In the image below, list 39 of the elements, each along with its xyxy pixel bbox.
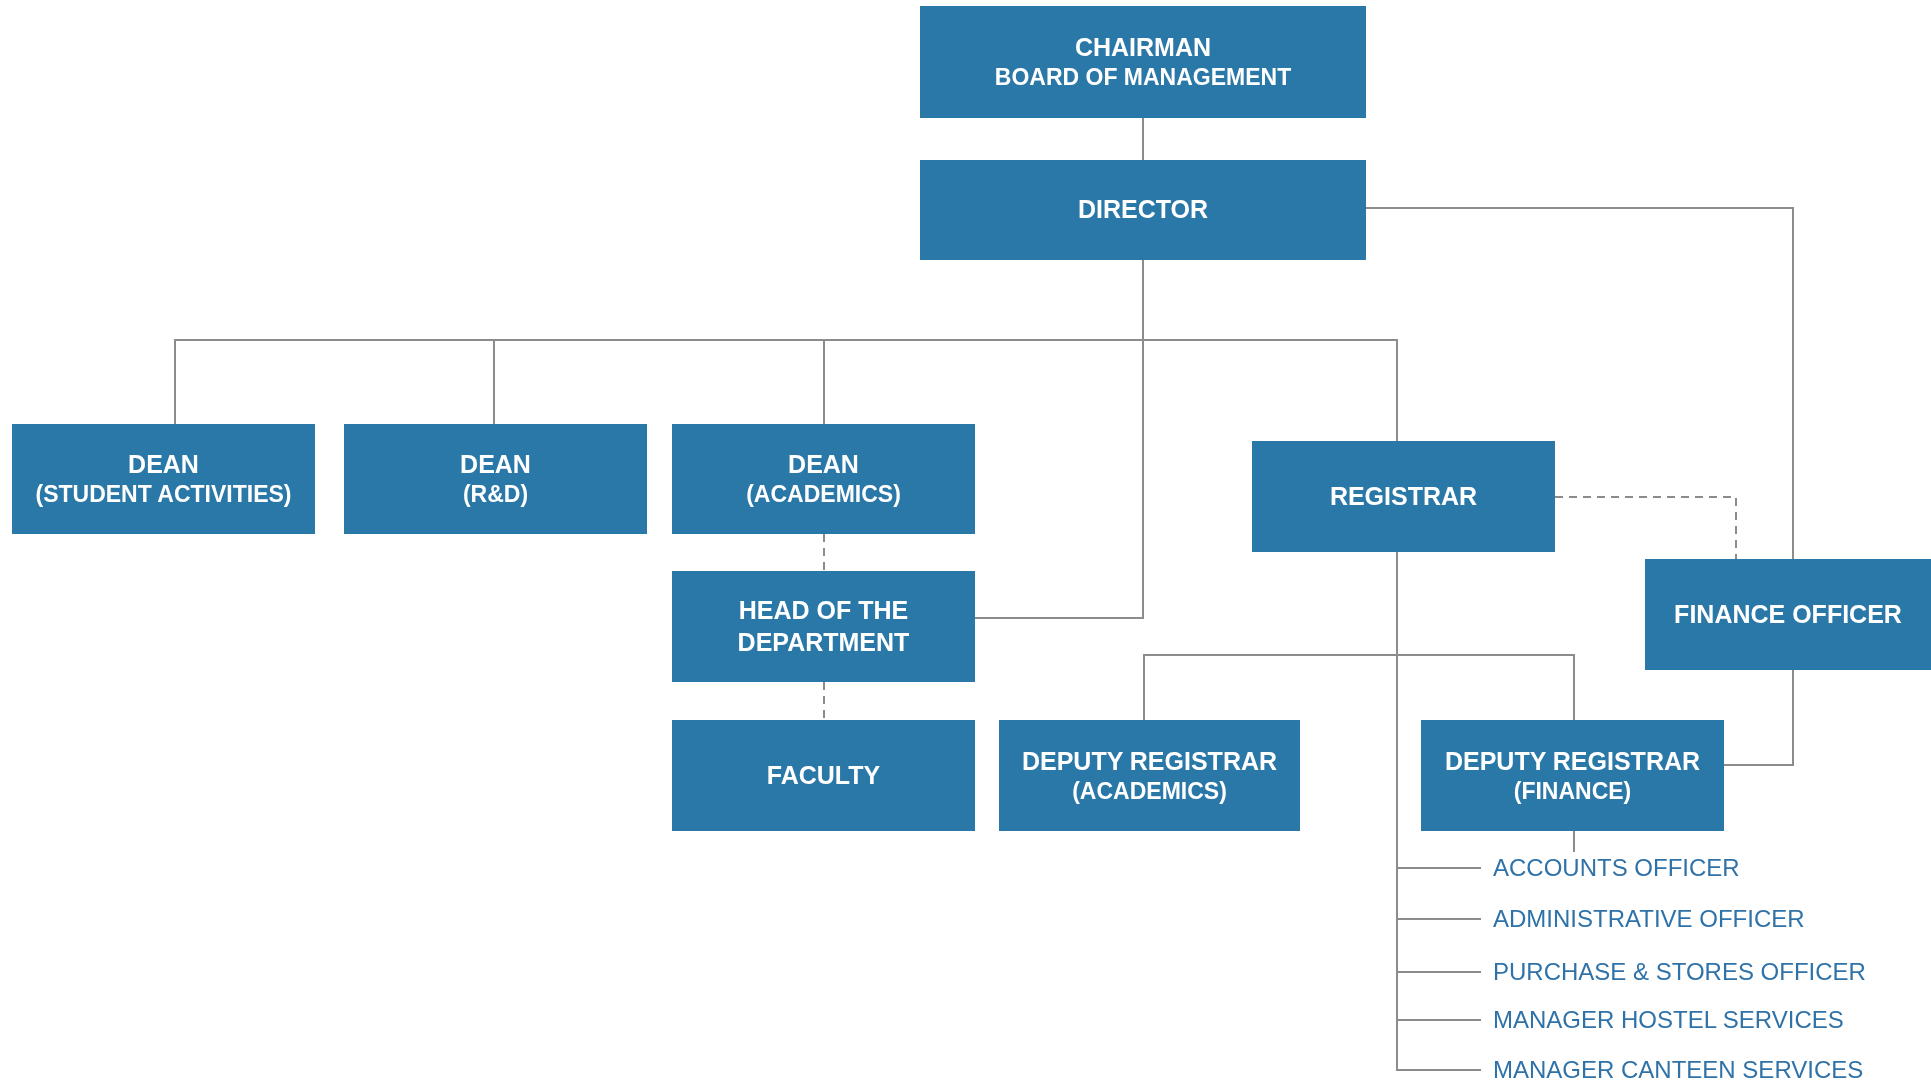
connector-line <box>1723 669 1794 766</box>
position-box <box>1421 720 1724 831</box>
position-title: DEPUTY REGISTRAR <box>1021 745 1278 777</box>
dashed-connector <box>823 681 825 721</box>
position-label: ADMINISTRATIVE OFFICER <box>1481 903 1841 935</box>
dashed-connector <box>823 533 825 572</box>
position-subtitle: (STUDENT ACTIVITIES) <box>35 480 292 509</box>
position-box <box>672 720 975 831</box>
position-box <box>999 720 1300 831</box>
position-box <box>344 424 647 534</box>
position-box <box>672 571 975 682</box>
position-subtitle: (FINANCE) <box>1513 776 1632 806</box>
connector-line <box>1142 117 1144 161</box>
dashed-connector <box>1554 496 1737 560</box>
position-subtitle: (ACADEMICS) <box>746 480 901 509</box>
position-box <box>12 424 315 534</box>
position-box <box>672 424 975 534</box>
position-box <box>1645 559 1931 670</box>
position-title: DIRECTOR <box>1077 194 1209 226</box>
position-box <box>920 160 1366 260</box>
position-subtitle: (ACADEMICS) <box>1072 776 1227 806</box>
position-title: CHAIRMAN <box>1074 32 1212 63</box>
position-title: FACULTY <box>766 759 881 791</box>
position-box <box>920 6 1366 118</box>
position-title: DEAN <box>128 449 199 480</box>
position-box <box>1252 441 1555 552</box>
position-title: HEAD OF THE DEPARTMENT <box>736 595 911 658</box>
position-title: DEAN <box>788 449 859 480</box>
position-label: ACCOUNTS OFFICER <box>1481 852 1841 884</box>
connector-line <box>1365 207 1794 560</box>
connector-line <box>1573 830 1575 853</box>
position-label: MANAGER HOSTEL SERVICES <box>1481 1004 1861 1036</box>
position-title: DEAN <box>460 449 531 480</box>
position-label: MANAGER CANTEEN SERVICES <box>1481 1054 1861 1084</box>
position-subtitle: (R&D) <box>462 480 529 509</box>
position-title: REGISTRAR <box>1329 480 1478 512</box>
position-title: DEPUTY REGISTRAR <box>1444 745 1701 777</box>
position-subtitle: BOARD OF MANAGEMENT <box>994 63 1292 92</box>
position-title: FINANCE OFFICER <box>1674 598 1902 630</box>
